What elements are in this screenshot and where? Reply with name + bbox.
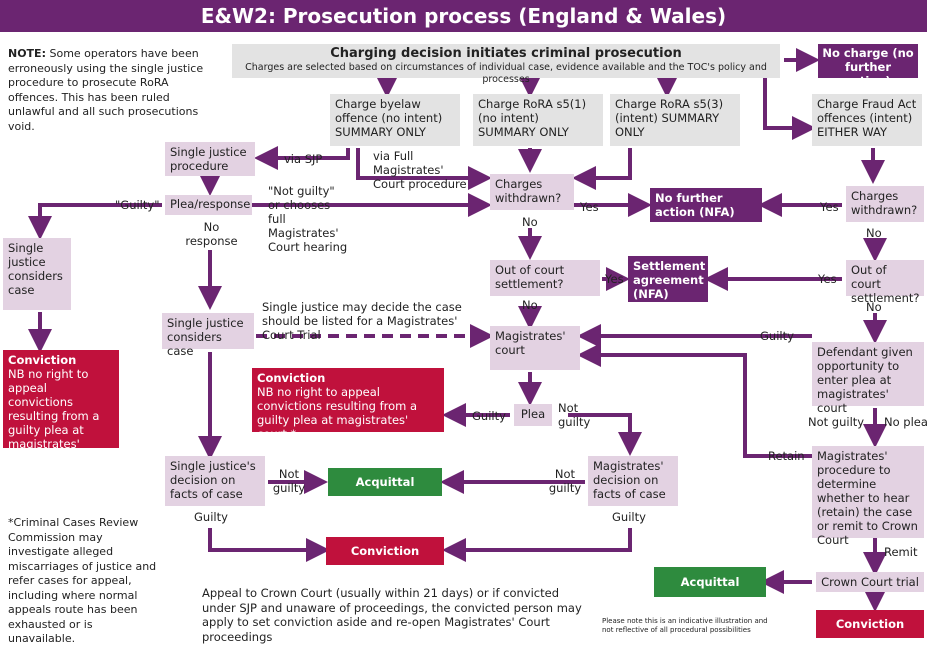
guilty-right-label: Guilty <box>760 329 794 343</box>
arrow-plea-guilty <box>28 203 162 240</box>
yes-settle-right-label: Yes <box>818 272 837 286</box>
settlement-agreement-box: Settlement agreement (NFA) <box>628 256 708 302</box>
disclaimer-note: Please note this is an indicative illust… <box>602 617 768 634</box>
page-title: E&W2: Prosecution process (England & Wal… <box>0 0 927 32</box>
appeal-note: Appeal to Crown Court (usually within 21… <box>202 586 582 644</box>
arrow-retain <box>577 343 812 458</box>
sj-listed-label: Single justice may decide the case shoul… <box>262 300 462 342</box>
nfa-box: No further action (NFA) <box>650 188 762 222</box>
out-of-court-right-box: Out of court settlement? <box>846 260 924 305</box>
not-guilty-full-label: "Not guilty" or chooses full Magistrates… <box>268 184 348 254</box>
sj-decision-box: Single justice's decision on facts of ca… <box>165 456 265 506</box>
not-guilty-plea-label: Not guilty <box>558 401 591 429</box>
no-settle-right-label: No <box>866 300 882 314</box>
no-charge-box: No charge (no further action) <box>818 44 918 88</box>
note-label: NOTE: <box>8 47 46 60</box>
charging-decision-box: Charging decision initiates criminal pro… <box>232 44 780 85</box>
defendant-opportunity-box: Defendant given opportunity to enter ple… <box>812 342 924 415</box>
guilty-plea-label: Guilty <box>472 409 506 423</box>
yes-withdrawn-mid-label: Yes <box>580 200 599 214</box>
no-settle-mid-label: No <box>522 298 538 312</box>
charge-rora-s51-box: Charge RoRA s5(1) (no intent) SUMMARY ON… <box>473 94 603 146</box>
via-sjp-label: via SJP <box>284 152 323 166</box>
acquittal-right-box: Acquittal <box>654 567 766 597</box>
plea-response-box: Plea/response <box>165 195 252 215</box>
remit-label: Remit <box>884 545 918 559</box>
charge-rora-s53-box: Charge RoRA s5(3) (intent) SUMMARY ONLY <box>610 94 740 146</box>
note-text: Some operators have been erroneously usi… <box>8 47 204 133</box>
not-guilty-sj-label: Not guilty <box>272 467 306 495</box>
no-withdrawn-mid-label: No <box>522 215 538 229</box>
conviction-mid-box: Conviction NB no right to appeal convict… <box>252 368 444 441</box>
no-response-label: No response <box>185 220 238 248</box>
charges-withdrawn-mid-box: Charges withdrawn? <box>490 174 574 210</box>
charge-byelaw-box: Charge byelaw offence (no intent) SUMMAR… <box>330 94 460 146</box>
conviction-bottom-box: Conviction <box>326 537 444 565</box>
conviction-left-text: NB no right to appeal convictions result… <box>8 367 100 465</box>
guilty-left-label: "Guilty" <box>115 198 160 212</box>
conviction-mid-title: Conviction <box>257 371 326 385</box>
arrow-sj-guilty <box>208 528 330 562</box>
arrow-plea-not-guilty-right <box>568 413 642 456</box>
not-guilty-mags-label: Not guilty <box>548 467 582 495</box>
charge-fraud-box: Charge Fraud Act offences (intent) EITHE… <box>812 94 922 146</box>
conviction-left-box: Conviction NB no right to appeal convict… <box>3 350 119 465</box>
guilty-mags-label: Guilty <box>612 510 646 524</box>
via-full-label: via Full Magistrates' Court procedure <box>373 149 467 191</box>
out-of-court-mid-box: Out of court settlement? <box>490 260 600 296</box>
sj-considers-case-box: Single justice considers case <box>162 313 254 358</box>
single-justice-considers-left-box: Single justice considers case <box>3 238 71 310</box>
no-plea-label: No plea <box>884 415 927 429</box>
arrow-to-fraud <box>763 77 816 140</box>
conviction-right-box: Conviction <box>816 610 924 638</box>
acquittal-mid-box: Acquittal <box>328 468 442 496</box>
crown-court-box: Crown Court trial <box>816 572 924 592</box>
magistrates-court-box: Magistrates' court <box>490 326 580 370</box>
conviction-mid-text: NB no right to appeal convictions result… <box>257 385 418 441</box>
arrow-via-sjp <box>254 146 350 170</box>
single-justice-procedure-box: Single justice procedure <box>165 142 255 176</box>
yes-settle-mid-label: Yes <box>605 272 624 286</box>
mags-procedure-box: Magistrates' procedure to determine whet… <box>812 446 924 547</box>
operator-note: NOTE: Some operators have been erroneous… <box>8 47 204 134</box>
conviction-left-title: Conviction <box>8 353 77 367</box>
mags-decision-box: Magistrates' decision on facts of case <box>588 456 678 506</box>
arrow-mags-guilty <box>442 528 632 562</box>
arrow-rora-s53-down <box>572 148 632 190</box>
charging-decision-title: Charging decision initiates criminal pro… <box>330 46 682 61</box>
charging-decision-subtitle: Charges are selected based on circumstan… <box>245 62 767 85</box>
no-withdrawn-right-label: No <box>866 226 882 240</box>
not-guilty-right-label: Not guilty <box>808 415 865 429</box>
yes-withdrawn-right-label: Yes <box>820 200 839 214</box>
retain-label: Retain <box>768 449 805 463</box>
charges-withdrawn-right-box: Charges withdrawn? <box>846 186 924 222</box>
guilty-sj-label: Guilty <box>194 510 228 524</box>
plea-box: Plea <box>514 404 552 426</box>
ccrc-note: *Criminal Cases Review Commission may in… <box>8 516 157 645</box>
arrow-via-full <box>356 148 492 190</box>
